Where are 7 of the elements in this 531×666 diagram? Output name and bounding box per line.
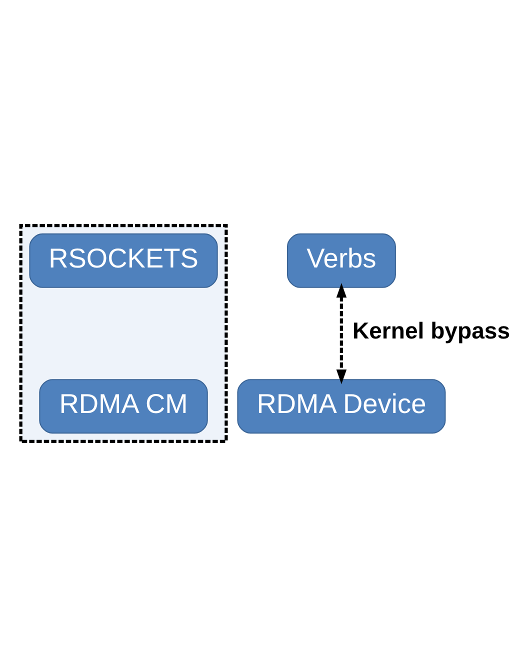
node-box: RDMA CM	[39, 378, 208, 434]
node-box: RSOCKETS	[29, 232, 218, 288]
node-box: RDMA Device	[237, 378, 446, 434]
edge-label: Kernel bypass	[352, 316, 510, 343]
node-box: Verbs	[286, 232, 396, 288]
cluster	[19, 224, 228, 442]
arrow	[336, 282, 347, 384]
